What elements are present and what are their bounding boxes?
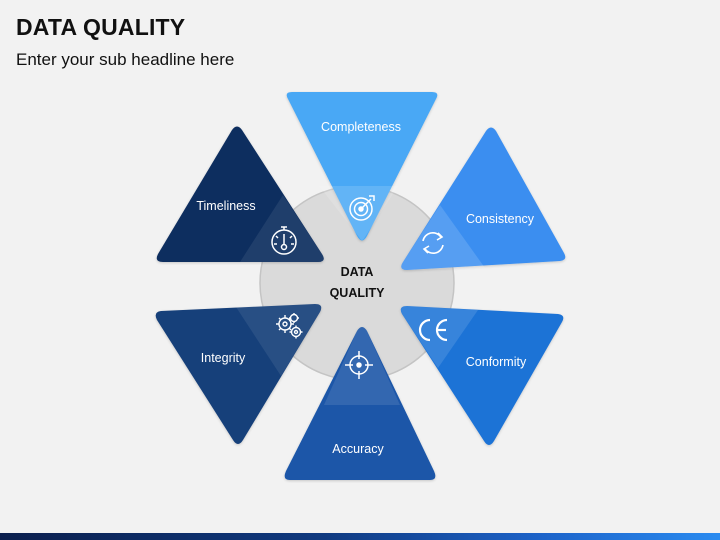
refresh-icon	[422, 232, 444, 254]
segment-shape	[156, 126, 324, 262]
segment-label: Integrity	[201, 351, 246, 365]
page-subtitle: Enter your sub headline here	[16, 50, 235, 69]
segment-shape	[401, 127, 566, 270]
segment-accuracy[interactable]: Accuracy	[284, 327, 436, 480]
page-title: DATA QUALITY	[16, 14, 186, 40]
segment-completeness[interactable]: Completeness	[286, 92, 438, 241]
segment-label: Timeliness	[196, 199, 255, 213]
segment-overlap-shade	[240, 195, 324, 262]
gears-icon	[276, 313, 303, 339]
segment-overlap-shade	[401, 205, 485, 270]
segment-label: Conformity	[466, 355, 527, 369]
segment-conformity[interactable]: Conformity	[400, 306, 564, 445]
target-icon	[349, 195, 375, 221]
segment-shape	[155, 304, 322, 444]
segment-label: Accuracy	[332, 442, 384, 456]
segment-shape	[286, 92, 438, 241]
segment-overlap-shade	[236, 304, 322, 376]
center-title-line1: DATA	[341, 265, 374, 279]
crosshair-icon	[345, 351, 373, 379]
segment-label: Consistency	[466, 212, 535, 226]
ce-mark-icon	[418, 318, 448, 342]
segment-integrity[interactable]: Integrity	[155, 304, 322, 444]
segment-timeliness[interactable]: Timeliness	[156, 126, 324, 263]
segment-overlap-shade	[324, 327, 400, 405]
footer-accent-bar	[0, 533, 720, 540]
segment-consistency[interactable]: Consistency	[401, 127, 566, 271]
segment-overlap-shade	[319, 186, 398, 240]
segment-label: Completeness	[321, 120, 401, 134]
stopwatch-icon	[271, 226, 297, 255]
center-title-line2: QUALITY	[330, 286, 386, 300]
segment-shape	[284, 327, 436, 480]
segment-shape	[400, 306, 564, 445]
